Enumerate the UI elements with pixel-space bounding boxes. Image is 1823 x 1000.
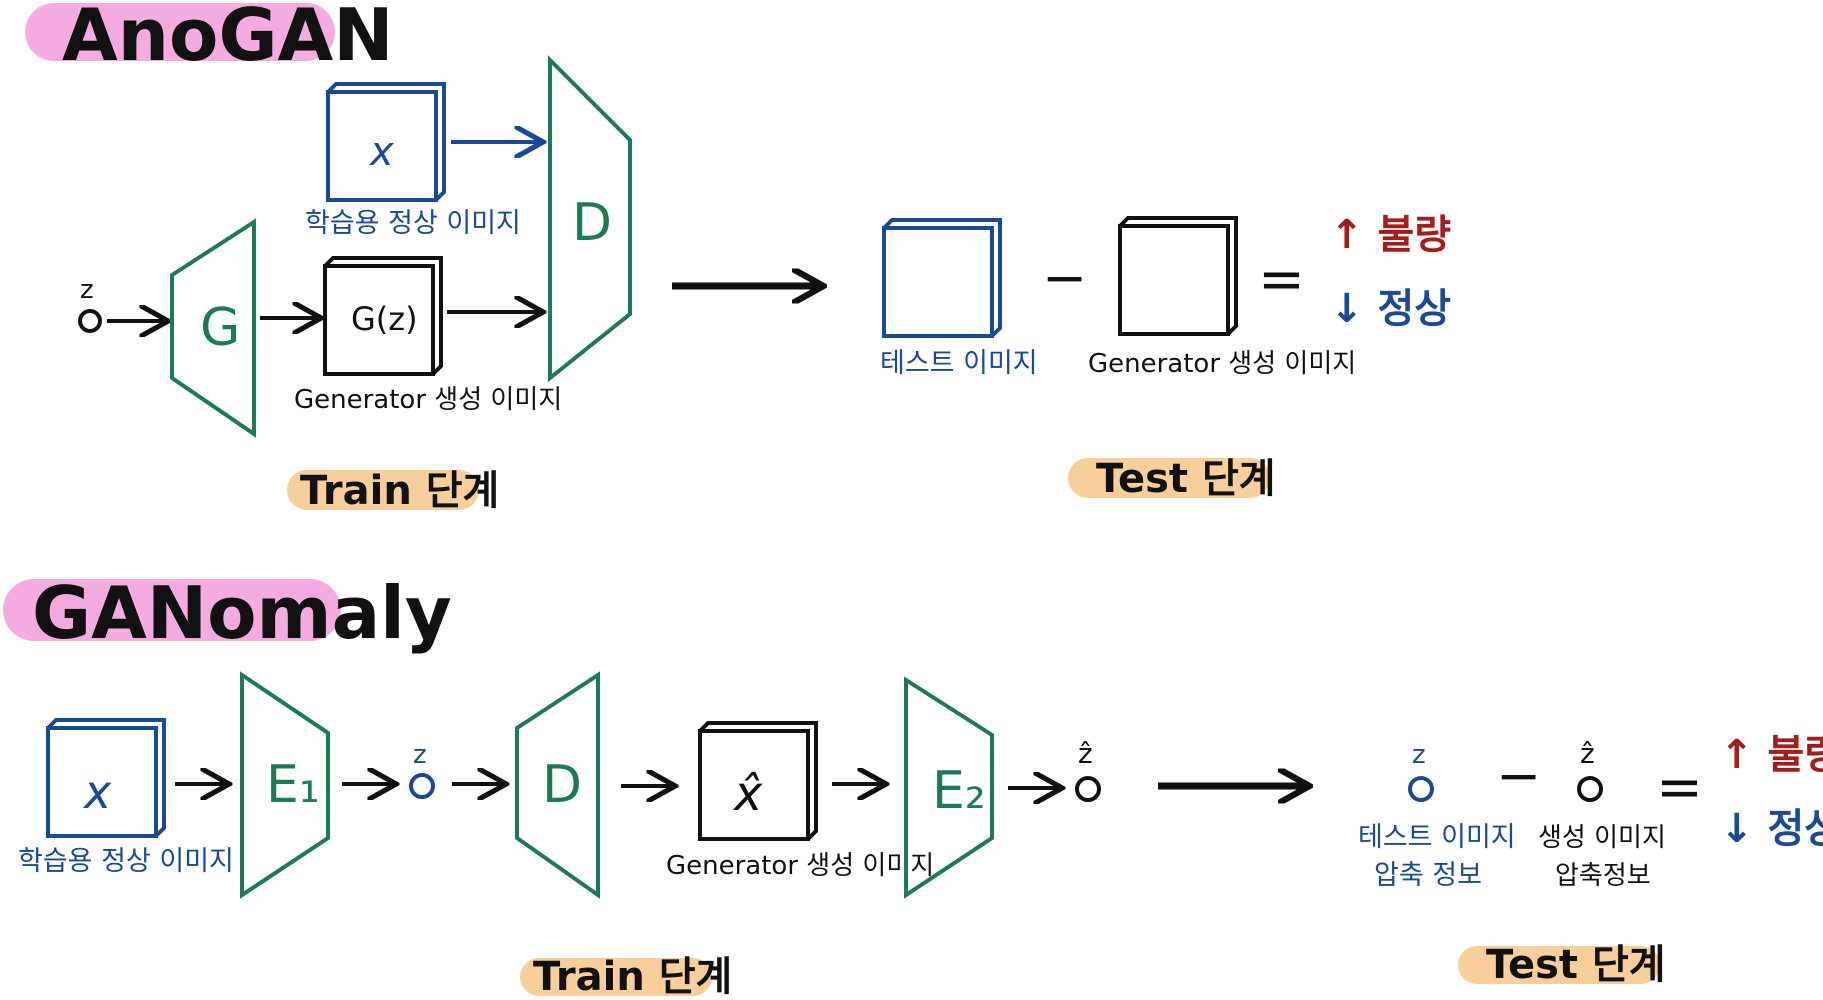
anogan-latent-z: z: [78, 275, 102, 333]
anogan-z-symbol: z: [80, 275, 94, 305]
ganomaly-decoder: D: [515, 671, 600, 899]
ganomaly-latent-z-hat: ẑ: [1075, 737, 1101, 802]
anogan-real-image-caption: 학습용 정상 이미지: [305, 208, 521, 239]
anogan-discriminator: D: [548, 55, 632, 383]
anogan-generated-box-depth: [323, 256, 443, 376]
anogan-test-generated-box: [1118, 224, 1230, 336]
ganomaly-title: GANomaly: [32, 571, 452, 655]
ganomaly-test-code-caption-2: 압축 정보: [1374, 860, 1482, 891]
anogan-test-image-caption: 테스트 이미지: [880, 348, 1038, 379]
anogan-generated-box: [323, 264, 435, 376]
anogan-x-symbol: x: [368, 129, 394, 175]
anogan-test-generated-image: [1118, 216, 1238, 336]
anogan-title: AnoGAN: [62, 0, 394, 77]
ganomaly-test-z-hat-symbol: ẑ: [1580, 737, 1595, 770]
ganomaly-train-highlight: [520, 958, 712, 996]
ganomaly-encoder-1: E₁: [240, 671, 330, 899]
anogan-generated-image: G(z): [323, 256, 443, 376]
anogan-generated-symbol: G(z): [351, 300, 418, 338]
ganomaly-latent-z: z: [409, 740, 435, 799]
ganomaly-real-box-depth: [46, 718, 166, 838]
ganomaly-section: GANomaly x 학습용 정상 이미지 E₁ z D: [3, 571, 1823, 1000]
anogan-generator-shape: [170, 218, 256, 438]
ganomaly-equals: =: [1656, 755, 1703, 820]
ganomaly-generated-caption: Generator 생성 이미지: [666, 851, 934, 881]
anogan-test-generated-box-depth: [1118, 216, 1238, 336]
anogan-test-box: [882, 226, 994, 338]
ganomaly-gen-code-caption-1: 생성 이미지: [1538, 823, 1666, 853]
ganomaly-z-circle: [409, 773, 435, 799]
ganomaly-test-code-caption-1: 테스트 이미지: [1358, 822, 1516, 853]
anogan-test-image: [882, 218, 1002, 338]
ganomaly-generated-box: [698, 729, 810, 841]
anogan-generator-letter: G: [200, 298, 240, 358]
anogan-train-highlight: [287, 470, 479, 510]
anogan-test-generated-caption: Generator 생성 이미지: [1088, 349, 1356, 379]
anogan-test-box-depth: [882, 218, 1002, 338]
ganomaly-generated-image: x̂: [698, 721, 818, 841]
anogan-train-stage: Train 단계: [300, 468, 499, 514]
anogan-discriminator-shape: [548, 55, 632, 383]
ganomaly-test-z-hat: ẑ: [1577, 737, 1603, 802]
ganomaly-test-stage: Test 단계: [1486, 942, 1666, 988]
ganomaly-generated-box-depth: [698, 721, 818, 841]
ganomaly-real-image-caption: 학습용 정상 이미지: [18, 846, 234, 877]
ganomaly-gen-code-caption-2: 압축정보: [1555, 861, 1651, 891]
ganomaly-real-image: x: [46, 718, 166, 838]
anogan-generator: G: [170, 218, 256, 438]
ganomaly-encoder-1-shape: [240, 671, 330, 899]
ganomaly-z-symbol: z: [413, 740, 427, 770]
ganomaly-encoder-1-letter: E₁: [266, 755, 320, 815]
ganomaly-x-hat-symbol: x̂: [732, 766, 763, 822]
ganomaly-decoder-letter: D: [542, 755, 582, 815]
ganomaly-encoder-2-letter: E₂: [932, 761, 986, 821]
anogan-generated-caption: Generator 생성 이미지: [294, 385, 562, 415]
anogan-discriminator-letter: D: [572, 193, 612, 253]
anogan-z-circle: [78, 309, 102, 333]
ganomaly-real-box: [46, 726, 158, 838]
anogan-title-highlight: [25, 3, 335, 61]
anogan-test-highlight: [1068, 458, 1270, 498]
anogan-section: AnoGAN z G G(z) Generator 생성 이미지 x 학습용 정…: [25, 0, 1451, 514]
anogan-equals: =: [1258, 247, 1305, 312]
ganomaly-indicator-abnormal: ↑ 불량: [1720, 732, 1823, 778]
ganomaly-decoder-shape: [515, 671, 600, 899]
anogan-real-image: x: [326, 82, 446, 202]
ganomaly-test-z-circle: [1408, 776, 1434, 802]
ganomaly-test-z-symbol: z: [1412, 740, 1426, 770]
anogan-indicator-abnormal: ↑ 불량: [1330, 212, 1451, 258]
ganomaly-z-hat-symbol: ẑ: [1078, 737, 1093, 770]
ganomaly-test-z-hat-circle: [1577, 776, 1603, 802]
anogan-real-box: [326, 90, 438, 202]
anogan-real-box-depth: [326, 82, 446, 202]
ganomaly-indicator-normal: ↓ 정상: [1720, 806, 1823, 852]
anogan-indicator-normal: ↓ 정상: [1330, 286, 1451, 332]
ganomaly-encoder-2-shape: [904, 676, 994, 899]
anogan-minus: −: [1042, 246, 1087, 309]
ganomaly-encoder-2: E₂: [904, 676, 994, 899]
ganomaly-test-highlight: [1458, 946, 1660, 984]
anogan-test-stage: Test 단계: [1096, 456, 1276, 502]
ganomaly-train-stage: Train 단계: [533, 954, 732, 1000]
ganomaly-x-symbol: x: [82, 765, 112, 819]
ganomaly-title-highlight: [3, 579, 341, 641]
ganomaly-test-z: z: [1408, 740, 1434, 802]
ganomaly-minus: −: [1496, 744, 1541, 807]
ganomaly-z-hat-circle: [1075, 776, 1101, 802]
